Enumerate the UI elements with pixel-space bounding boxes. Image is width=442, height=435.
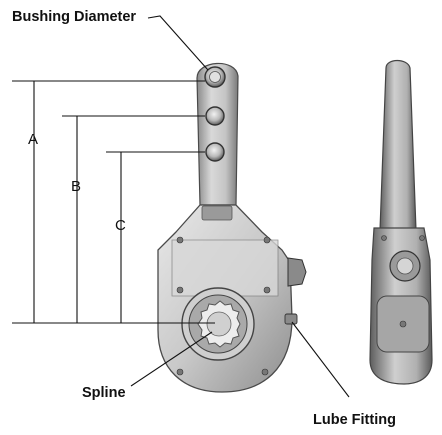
side-view-rivet	[419, 235, 425, 241]
dim-b-label: B	[71, 178, 81, 195]
lube-fitting-label: Lube Fitting	[313, 412, 396, 428]
lube-fitting-leader	[291, 321, 350, 398]
side-view-hub-inner	[396, 257, 414, 275]
bushing-hole-2	[205, 106, 225, 126]
dim-a-label: A	[28, 131, 38, 148]
bushing-hole-3	[205, 142, 225, 162]
stamp-block	[201, 205, 233, 221]
side-view-rivet	[399, 320, 407, 328]
adjuster-arm	[196, 62, 239, 206]
adjuster-hex-nut	[287, 257, 307, 287]
leader-lines	[130, 15, 350, 398]
dim-c-label: C	[115, 217, 126, 234]
body-panel	[171, 239, 279, 297]
bushing-diameter-label: Bushing Diameter	[12, 9, 136, 25]
rivet	[263, 286, 271, 294]
side-view-rivet	[381, 235, 387, 241]
rivet	[176, 368, 184, 376]
slack-adjuster-side-view	[369, 59, 433, 385]
side-view-arm	[379, 59, 417, 231]
rivet	[261, 368, 269, 376]
rivet	[176, 286, 184, 294]
rivet	[263, 236, 271, 244]
bushing-diameter-leader	[147, 15, 209, 71]
rivet	[176, 236, 184, 244]
spline-bore	[206, 311, 232, 337]
spline-label: Spline	[82, 385, 126, 401]
bushing-hole-1-inner	[209, 71, 221, 83]
dimension-lines	[12, 80, 215, 324]
slack-adjuster-front-view	[157, 62, 307, 393]
spline-leader	[130, 331, 213, 387]
lube-fitting-part	[284, 313, 298, 325]
